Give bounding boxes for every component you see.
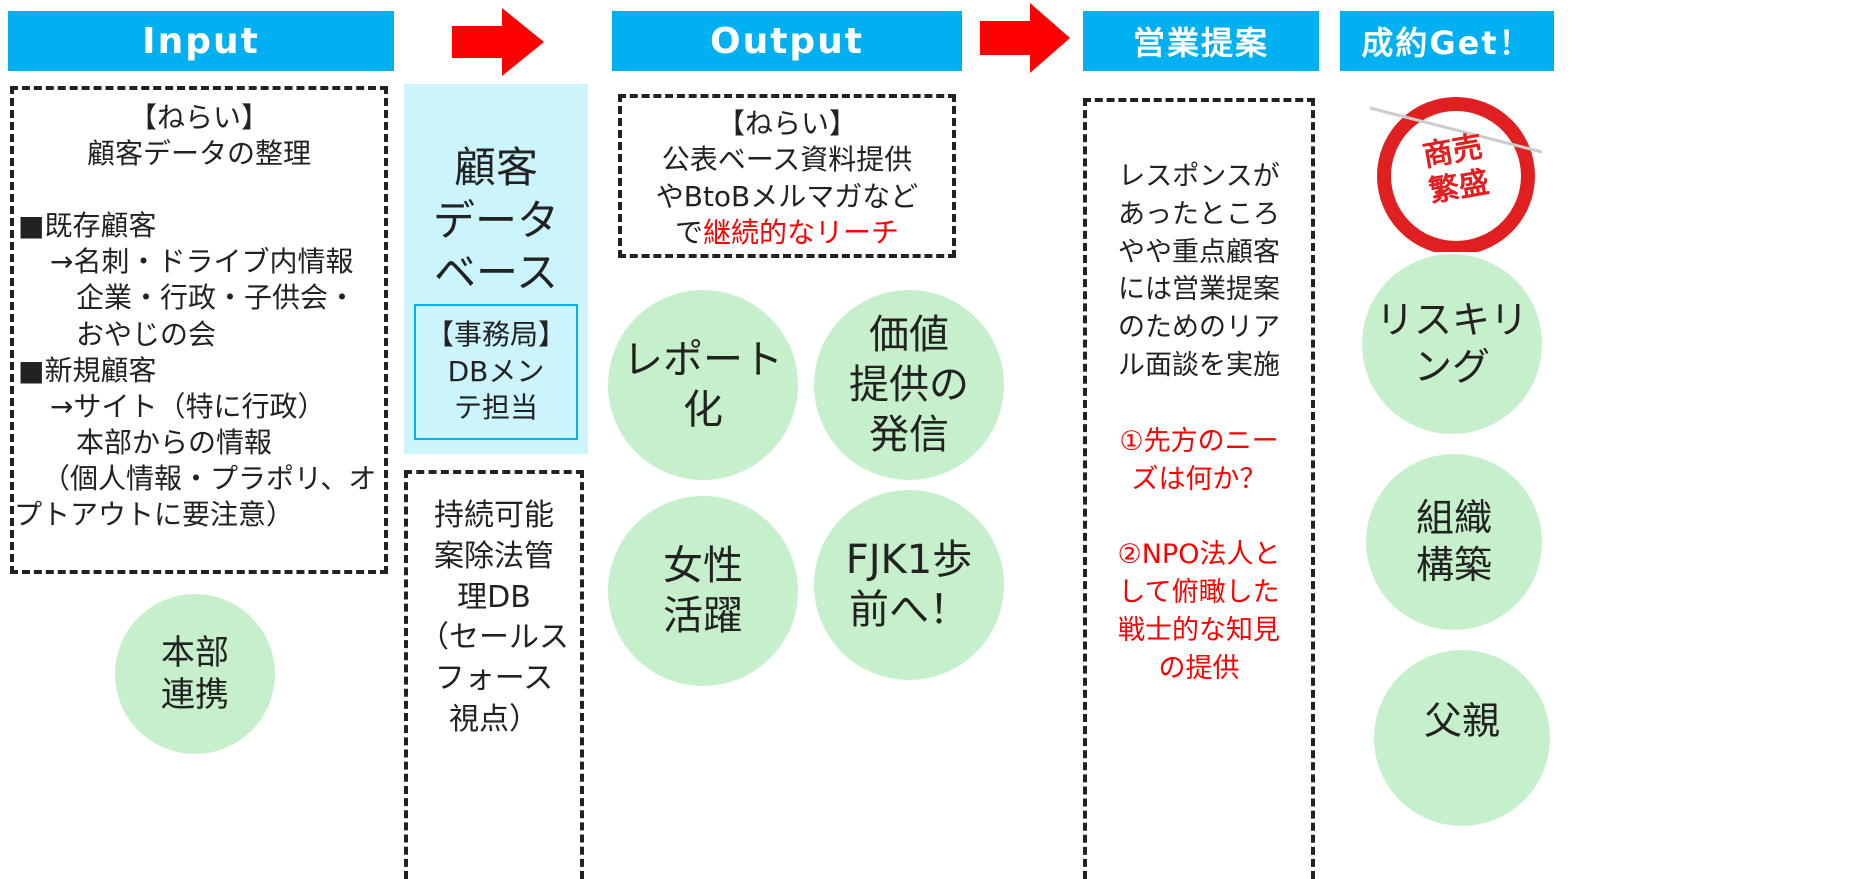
header-contract: 成約Get！ — [1340, 11, 1554, 71]
output-aim-line: で継続的なリーチ — [622, 215, 952, 251]
input-line: ■既存顧客 — [18, 209, 157, 243]
organization-building-label: 組織 構築 — [1415, 495, 1492, 588]
input-line: 企業・行政・子供会・ — [76, 281, 357, 315]
input-line: →名刺・ドライブ内情報 — [50, 245, 354, 279]
input-line: →サイト（特に行政） — [50, 389, 326, 423]
header-sales-proposal: 営業提案 — [1083, 11, 1319, 71]
sales-point-needs: ①先方のニー ズは何か？ — [1119, 425, 1279, 495]
prosperity-stamp: 商売 繁盛 — [1362, 82, 1548, 252]
fatherhood-label: 父親 — [1423, 699, 1500, 743]
women-empowerment-label: 女性 活躍 — [663, 543, 743, 639]
hq-collaboration-label: 本部 連携 — [161, 632, 229, 716]
input-line: 本部からの情報 — [76, 425, 273, 459]
reskilling-label: リスキリ ング — [1375, 297, 1528, 390]
output-aim-line: 公表ベース資料提供 — [661, 143, 913, 177]
report-label: レポート 化 — [623, 337, 783, 433]
stamp-ring-icon — [1369, 97, 1543, 252]
continuous-reach-emphasis: 継続的なリーチ — [703, 216, 900, 250]
fjk-step-forward-label: FJK1歩 前へ！ — [845, 537, 973, 633]
reskilling-circle: リスキリ ング — [1362, 254, 1542, 434]
fjk-step-forward-circle: FJK1歩 前へ！ — [814, 490, 1004, 680]
input-line — [14, 172, 384, 208]
hq-collaboration-circle: 本部 連携 — [115, 594, 275, 754]
customer-database-panel: 顧客 データ ベース 【事務局】 DBメン テ担当 — [404, 84, 588, 454]
sales-point-knowledge: ②NPO法人と して俯瞰した 戦士的な知見 の提供 — [1117, 539, 1281, 684]
output-aim-prefix: で — [674, 216, 703, 250]
db-maintenance-staff-box: 【事務局】 DBメン テ担当 — [414, 304, 578, 440]
sustainable-db-box: 持続可能 案除法管 理DB （セールス フォース 視点） — [404, 470, 584, 879]
sales-proposal-box: レスポンスが あったところ やや重点顧客 には営業提案 のためのリア ル面談を実… — [1083, 98, 1315, 879]
arrow-right-icon — [980, 3, 1070, 73]
value-delivery-circle: 価値 提供の 発信 — [814, 290, 1004, 480]
fatherhood-circle: 父親 — [1374, 650, 1550, 826]
women-empowerment-circle: 女性 活躍 — [608, 496, 798, 686]
arrow-right-icon — [452, 8, 544, 76]
input-line: プトアウトに要注意） — [14, 498, 295, 532]
output-aim-box: 【ねらい】 公表ベース資料提供 やBtoBメルマガなど で継続的なリーチ — [618, 94, 956, 258]
input-aim-box: 【ねらい】 顧客データの整理 ■既存顧客 →名刺・ドライブ内情報 企業・行政・子… — [10, 86, 388, 574]
input-line: 顧客データの整理 — [86, 137, 311, 171]
header-output: Output — [612, 11, 962, 71]
customer-database-title: 顧客 データ ベース — [432, 143, 559, 297]
output-aim-line: 【ねらい】 — [716, 107, 857, 140]
output-aim-line: やBtoBメルマガなど — [655, 179, 919, 213]
input-line: おやじの会 — [76, 317, 217, 351]
sustainable-db-label: 持続可能 案除法管 理DB （セールス フォース 視点） — [419, 498, 569, 737]
organization-building-circle: 組織 構築 — [1366, 454, 1542, 630]
header-input: Input — [8, 11, 394, 71]
db-maintenance-staff-label: 【事務局】 DBメン テ担当 — [425, 318, 566, 425]
sales-proposal-body: レスポンスが あったところ やや重点顧客 には営業提案 のためのリア ル面談を実… — [1118, 161, 1280, 381]
input-line: ■新規顧客 — [18, 353, 157, 387]
value-delivery-label: 価値 提供の 発信 — [849, 312, 969, 458]
input-line: 【ねらい】 — [128, 101, 269, 134]
input-line: （個人情報・プラポリ、オ — [42, 461, 377, 495]
report-circle: レポート 化 — [608, 290, 798, 480]
